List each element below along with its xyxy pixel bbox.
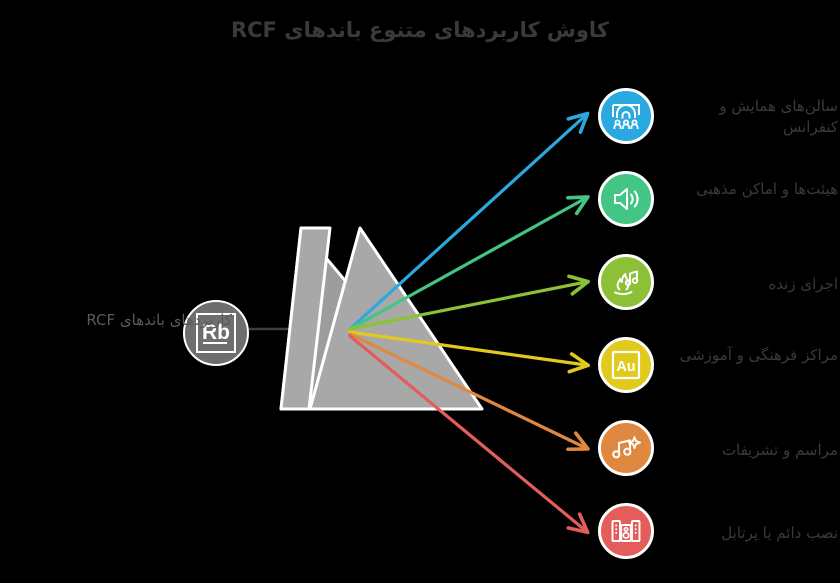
label-ceremonies-protocol: مراسم و تشریفات <box>721 441 838 459</box>
icon-ceremonies-protocol[interactable] <box>598 420 654 476</box>
music-sparkle-icon <box>612 436 641 459</box>
icon-live-performance[interactable] <box>598 254 654 310</box>
page-title-text: کاوش کاربردهای متنوع باندهای RCF <box>230 18 610 42</box>
ray-religious-places <box>348 195 590 331</box>
label-cultural-educational: مراکز فرهنگی و آموزشی <box>679 346 838 364</box>
ray-conference-halls <box>348 111 590 331</box>
label-install-permanent-portable: نصب دائم یا پرتابل <box>721 524 838 542</box>
conference-hall-icon <box>612 104 640 129</box>
rcf-source-node[interactable]: Rb <box>183 300 249 366</box>
icon-conference-hall[interactable] <box>598 88 654 144</box>
label-conference-halls: سالن‌های همایش و کنفرانس <box>719 97 838 136</box>
svg-text:Au: Au <box>616 359 635 375</box>
flame-music-icon <box>614 270 639 296</box>
ray-install-permanent-portable <box>348 334 590 535</box>
rb-logo-underline <box>203 342 227 344</box>
source-label: کاربردهای باندهای RCF <box>86 311 232 329</box>
page-title: کاوش کاربردهای متنوع باندهای RCF <box>0 18 840 42</box>
rb-logo: Rb <box>196 313 236 353</box>
icon-religious-places[interactable] <box>598 171 654 227</box>
au-box-icon: Au <box>611 350 641 380</box>
label-live-performance: اجرای زنده <box>768 275 838 293</box>
icon-install-permanent-portable[interactable] <box>598 503 654 559</box>
ray-ceremonies-protocol <box>348 332 590 452</box>
ray-cultural-educational <box>348 330 591 374</box>
ray-live-performance <box>348 274 590 331</box>
icon-cultural-educational[interactable]: Au <box>598 337 654 393</box>
label-religious-places: هیئت‌ها و اماکن مذهبی <box>696 180 838 198</box>
speaker-volume-icon <box>614 188 639 210</box>
pa-speaker-stack-icon <box>611 520 641 542</box>
